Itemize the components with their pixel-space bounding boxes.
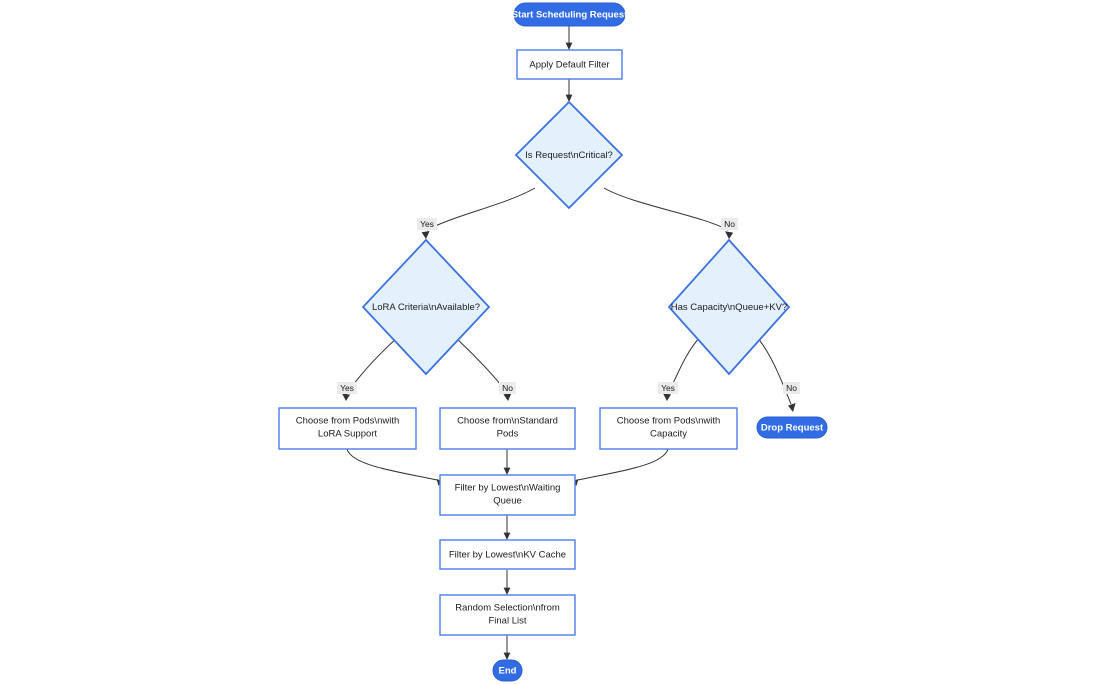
edge-labels-layer: Yes No Yes No Yes No <box>337 218 800 394</box>
filter-waiting-queue-label-line1: Filter by Lowest\nWaiting <box>455 483 561 494</box>
edge-capacity-no-to-drop <box>756 336 796 412</box>
start-shape[interactable] <box>513 2 626 27</box>
choose-lora-pods-label-line1: Choose from Pods\nwith <box>296 416 400 427</box>
node-apply-default-filter[interactable]: Apply Default Filter <box>516 49 623 80</box>
edge-start-to-apply-filter <box>565 26 573 50</box>
random-selection-shape[interactable] <box>439 594 576 636</box>
node-filter-kv-cache[interactable]: Filter by Lowest\nKV Cache <box>439 539 576 570</box>
choose-standard-pods-label-line1: Choose from\nStandard <box>457 416 558 427</box>
filter-kv-cache-label: Filter by Lowest\nKV Cache <box>449 550 566 561</box>
node-choose-standard-pods[interactable]: Choose from\nStandard Pods <box>439 407 576 450</box>
has-capacity-label: Has Capacity\nQueue+KV? <box>671 302 787 313</box>
edge-filter-kv-to-random-selection <box>503 570 511 595</box>
node-start[interactable]: Start Scheduling Request <box>512 2 628 27</box>
edge-label-lora-yes-text: Yes <box>340 383 354 393</box>
edge-label-critical-yes-text: Yes <box>420 219 434 229</box>
is-request-critical-label: Is Request\nCritical? <box>525 150 613 161</box>
node-is-request-critical[interactable]: Is Request\nCritical? <box>514 100 624 210</box>
edge-choose-lora-to-filter-queue <box>346 448 445 486</box>
node-choose-capacity-pods[interactable]: Choose from Pods\nwith Capacity <box>599 407 738 450</box>
start-label: Start Scheduling Request <box>512 10 628 21</box>
has-capacity-shape[interactable] <box>667 238 791 376</box>
edge-filter-queue-to-filter-kv <box>503 515 511 540</box>
edge-label-lora-yes: Yes <box>337 382 357 394</box>
random-selection-label-line1: Random Selection\nfrom <box>455 603 560 614</box>
edge-label-lora-no-text: No <box>502 383 513 393</box>
choose-capacity-pods-label-line2: Capacity <box>650 429 687 440</box>
edge-label-lora-no-bg <box>499 382 516 394</box>
edge-choose-capacity-to-filter-queue <box>570 448 669 486</box>
edge-apply-filter-to-critical <box>565 79 573 102</box>
edge-label-critical-no-text: No <box>724 219 735 229</box>
choose-capacity-pods-label-line1: Choose from Pods\nwith <box>617 416 721 427</box>
edge-label-capacity-yes-text: Yes <box>661 383 675 393</box>
edge-label-lora-no: No <box>499 382 516 394</box>
drop-request-shape[interactable] <box>756 416 828 439</box>
edge-label-capacity-no-text: No <box>786 383 797 393</box>
apply-default-filter-label: Apply Default Filter <box>529 60 609 71</box>
lora-criteria-available-shape[interactable] <box>361 238 491 376</box>
edge-choose-standard-to-filter-queue <box>503 449 511 475</box>
node-drop-request[interactable]: Drop Request <box>756 416 828 439</box>
edge-label-lora-yes-bg <box>337 382 357 394</box>
random-selection-label-line2: Final List <box>488 616 526 627</box>
edges-layer <box>342 26 796 660</box>
node-choose-lora-pods[interactable]: Choose from Pods\nwith LoRA Support <box>278 407 417 450</box>
edge-label-critical-no: No <box>721 218 738 230</box>
edge-label-critical-yes: Yes <box>417 218 437 230</box>
filter-kv-cache-shape[interactable] <box>439 539 576 570</box>
edge-critical-yes-to-lora <box>421 187 536 239</box>
choose-lora-pods-label-line2: LoRA Support <box>318 429 378 440</box>
choose-capacity-pods-shape[interactable] <box>599 407 738 450</box>
end-shape[interactable] <box>492 659 523 682</box>
edge-random-selection-to-end <box>503 635 511 660</box>
edge-label-critical-no-bg <box>721 218 738 230</box>
edge-label-capacity-no: No <box>783 382 800 394</box>
edge-label-capacity-yes-bg <box>658 382 678 394</box>
node-has-capacity[interactable]: Has Capacity\nQueue+KV? <box>667 238 791 376</box>
edge-label-capacity-no-bg <box>783 382 800 394</box>
drop-request-label: Drop Request <box>761 423 824 434</box>
edge-critical-no-to-capacity <box>603 187 734 239</box>
node-filter-waiting-queue[interactable]: Filter by Lowest\nWaiting Queue <box>439 474 576 516</box>
filter-waiting-queue-shape[interactable] <box>439 474 576 516</box>
edge-label-critical-yes-bg <box>417 218 437 230</box>
edge-label-capacity-yes: Yes <box>658 382 678 394</box>
filter-waiting-queue-label-line2: Queue <box>493 496 522 507</box>
lora-criteria-available-label: LoRA Criteria\nAvailable? <box>372 302 480 313</box>
choose-standard-pods-shape[interactable] <box>439 407 576 450</box>
node-end[interactable]: End <box>492 659 523 682</box>
choose-lora-pods-shape[interactable] <box>278 407 417 450</box>
apply-default-filter-shape[interactable] <box>516 49 623 80</box>
node-lora-criteria-available[interactable]: LoRA Criteria\nAvailable? <box>361 238 491 376</box>
is-request-critical-shape[interactable] <box>514 100 624 210</box>
end-label: End <box>499 666 517 677</box>
choose-standard-pods-label-line2: Pods <box>497 429 519 440</box>
node-random-selection[interactable]: Random Selection\nfrom Final List <box>439 594 576 636</box>
